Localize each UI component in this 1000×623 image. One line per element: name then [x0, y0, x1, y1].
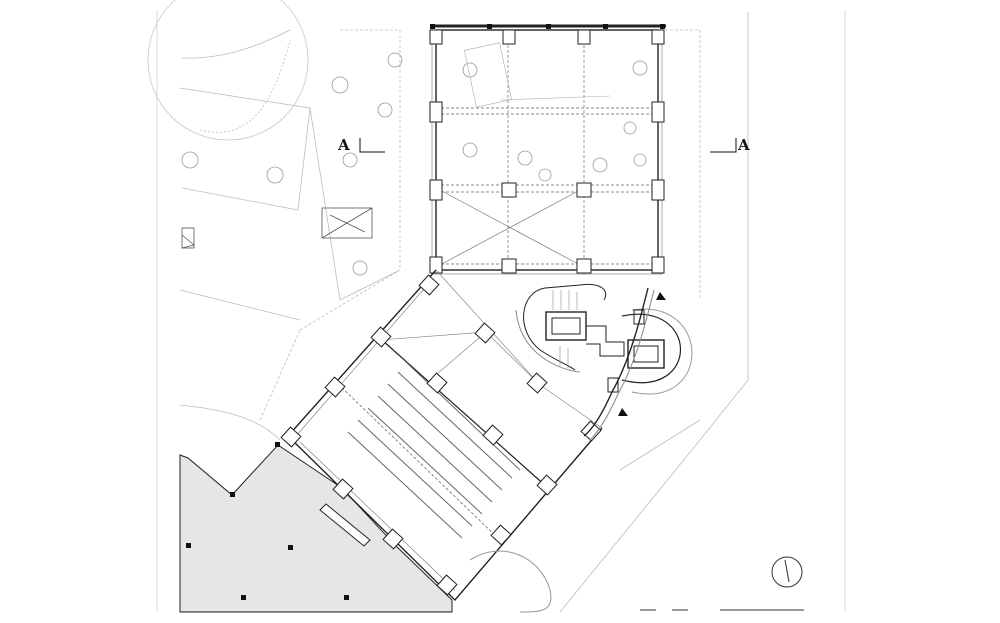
landscape-trees [181, 52, 648, 276]
north-arrow-icon [771, 556, 803, 588]
structural-columns [429, 24, 665, 274]
drawing-frame [156, 10, 846, 612]
lower-wing-columns [280, 274, 602, 596]
site-context [147, 0, 749, 613]
section-label-right: A [738, 136, 750, 154]
adjacent-building-hatch [179, 442, 453, 613]
upper-hall [430, 24, 666, 275]
section-cut-markers [359, 138, 737, 153]
site-fixtures [181, 207, 373, 249]
stair-core [515, 283, 693, 441]
section-label-left: A [338, 136, 350, 154]
